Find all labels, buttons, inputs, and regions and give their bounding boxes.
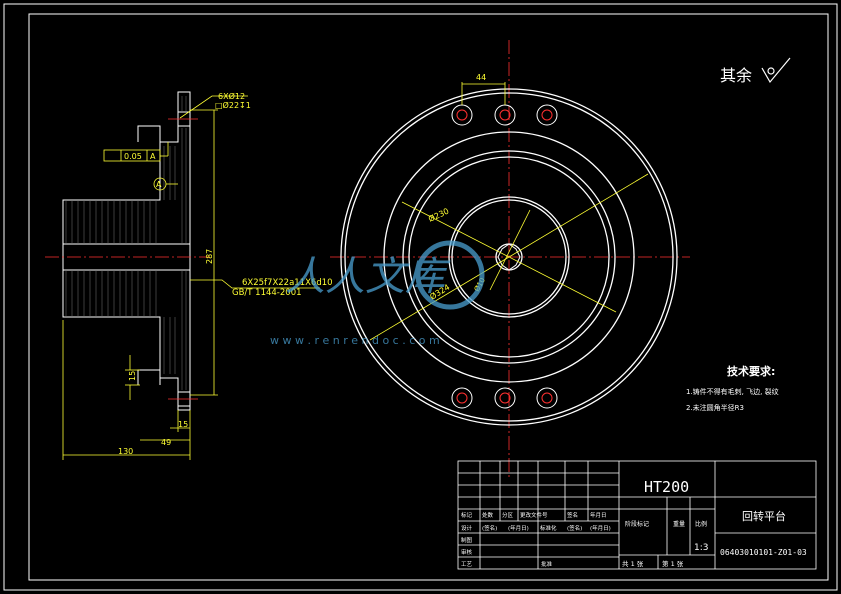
pitch-dimension: 44 <box>476 73 486 82</box>
svg-text:人人文库: 人人文库 <box>285 254 451 300</box>
tolerance-datum: A <box>150 152 156 161</box>
hdr-zone: 分区 <box>502 511 514 519</box>
part-name: 回转平台 <box>742 509 786 523</box>
hdr-mark: 标记 <box>461 511 473 519</box>
datum-marker: A <box>156 180 162 189</box>
roughness-symbol-icon <box>761 57 791 84</box>
material-label: HT200 <box>644 478 689 496</box>
standard-label: 标准化 <box>540 524 557 532</box>
right-dimensions <box>369 82 649 341</box>
scale-label: 比例 <box>695 520 707 528</box>
review-label: 审核 <box>461 548 473 556</box>
design-sign: (签名) <box>482 524 497 532</box>
stage-label: 阶段标记 <box>625 520 649 528</box>
title-block <box>457 460 817 570</box>
sheets-total: 共 1 张 <box>622 559 644 568</box>
surface-note: 其余 <box>720 66 752 85</box>
holes-callout: 6XØ12 <box>218 91 245 101</box>
sheet-number: 第 1 张 <box>662 559 684 568</box>
watermark-logo: 人人文库 w w w . r e n r e n d o c . c o m <box>270 240 485 347</box>
standard-sign: (签名) <box>567 524 582 532</box>
width-49: 49 <box>161 438 171 447</box>
scale-value: 1:3 <box>694 543 708 553</box>
bolt-holes <box>451 104 558 409</box>
hdr-date: 年月日 <box>590 511 607 519</box>
height-dimension: 287 <box>205 249 214 264</box>
hdr-doc: 更改文件号 <box>520 511 548 519</box>
tech-req-line2: 2.未注圆角半径R3 <box>686 403 744 412</box>
approve-label: 批准 <box>541 560 553 568</box>
svg-text:w w w . r e n r e n d o c . c: w w w . r e n r e n d o c . c o m <box>270 334 440 347</box>
spline-spec: 6X25f7X22a11X6d10 <box>242 278 333 288</box>
weight-label: 重量 <box>673 520 685 528</box>
hdr-count: 处数 <box>482 511 494 519</box>
drawing-number: 06403010101-Z01-03 <box>720 548 807 557</box>
center-lines <box>45 40 690 480</box>
step-15-left: 15 <box>128 371 137 381</box>
design-label: 设计 <box>461 524 473 532</box>
standard-date: (年月日) <box>590 524 611 532</box>
tech-req-line1: 1.铸件不得有毛刺, 飞边, 裂纹 <box>686 387 779 396</box>
plan-view <box>340 88 678 426</box>
left-dimensions <box>62 95 320 460</box>
section-hatching <box>65 96 187 390</box>
hdr-sign: 签名 <box>567 511 578 519</box>
inner-frame <box>28 13 829 581</box>
tolerance-value: 0.05 <box>124 152 142 161</box>
width-130: 130 <box>118 447 133 456</box>
counterbore-callout: □Ø22↧1 <box>215 100 251 110</box>
process-label: 工艺 <box>461 561 473 568</box>
section-view <box>62 91 191 411</box>
design-date: (年月日) <box>508 524 529 532</box>
spline-standard: GB/T 1144-2001 <box>232 288 302 298</box>
outer-frame <box>3 3 838 591</box>
tech-req-title: 技术要求: <box>727 364 775 378</box>
step-15-right: 15 <box>178 420 188 429</box>
check-label: 制图 <box>461 536 473 544</box>
